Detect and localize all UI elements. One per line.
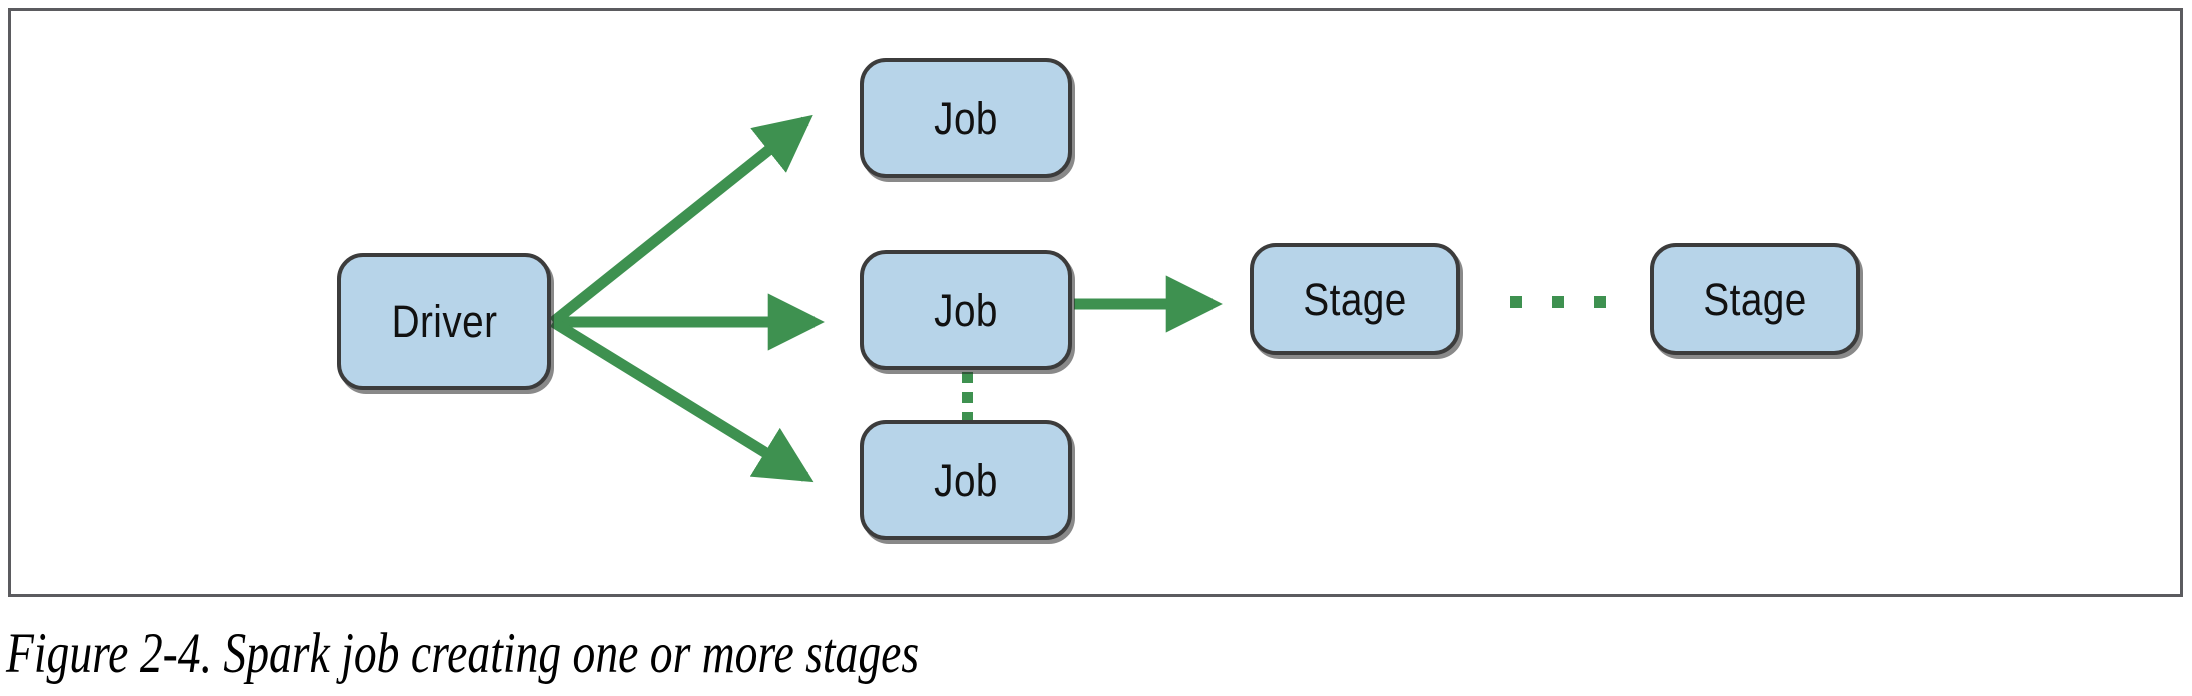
node-job-top-label: Job bbox=[934, 92, 998, 144]
node-stage-last: Stage bbox=[1650, 243, 1860, 355]
node-job-bottom: Job bbox=[860, 420, 1072, 540]
node-job-top: Job bbox=[860, 58, 1072, 178]
node-stage-first: Stage bbox=[1250, 243, 1460, 355]
figure-caption: Figure 2-4. Spark job creating one or mo… bbox=[6, 622, 920, 685]
node-driver: Driver bbox=[337, 253, 551, 390]
node-job-middle-label: Job bbox=[934, 284, 998, 336]
node-job-middle: Job bbox=[860, 250, 1072, 370]
node-stage-first-label: Stage bbox=[1303, 273, 1407, 325]
node-job-bottom-label: Job bbox=[934, 454, 998, 506]
node-driver-label: Driver bbox=[391, 296, 497, 347]
node-stage-last-label: Stage bbox=[1703, 273, 1807, 325]
